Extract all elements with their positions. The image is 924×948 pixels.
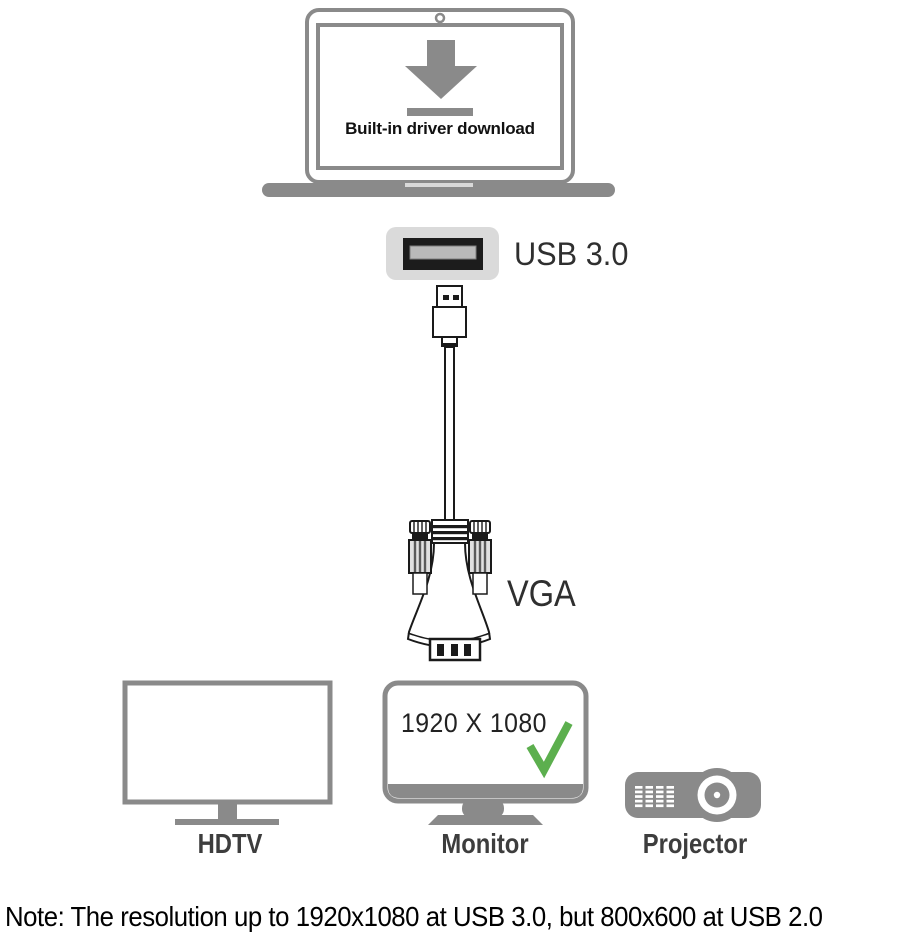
usb-plug-icon xyxy=(432,285,467,347)
monitor-chin xyxy=(388,784,583,798)
cable-line xyxy=(444,346,455,521)
resolution-text: 1920 X 1080 xyxy=(401,708,547,738)
projector-vent-grille xyxy=(635,786,674,808)
adapter-cable-illustration xyxy=(406,285,492,662)
thumbscrew-right xyxy=(468,520,492,595)
webcam-dot-icon xyxy=(434,12,446,24)
vga-connector-label: VGA xyxy=(507,573,576,614)
projector-lens xyxy=(690,768,744,822)
monitor-stand-base xyxy=(428,815,543,825)
check-icon xyxy=(526,721,573,779)
usb-port-label: USB 3.0 xyxy=(514,236,629,272)
hdtv-icon xyxy=(122,680,333,825)
usb-port-icon xyxy=(386,227,499,280)
monitor-stand-neck xyxy=(462,799,504,818)
builtin-driver-label: Built-in driver download xyxy=(345,119,535,138)
laptop-base xyxy=(262,183,615,197)
vga-connector-icon xyxy=(406,519,492,662)
thumbscrew-left xyxy=(408,520,432,595)
monitor-icon xyxy=(382,680,589,825)
projector-label: Projector xyxy=(642,828,748,859)
download-arrow-icon xyxy=(405,40,477,116)
note-text: Note: The resolution up to 1920x1080 at … xyxy=(5,901,823,932)
laptop-base-notch xyxy=(405,183,473,187)
laptop-icon xyxy=(262,8,615,197)
projector-icon xyxy=(625,768,761,822)
monitor-label: Monitor xyxy=(441,828,529,859)
hdtv-label: HDTV xyxy=(197,828,263,859)
